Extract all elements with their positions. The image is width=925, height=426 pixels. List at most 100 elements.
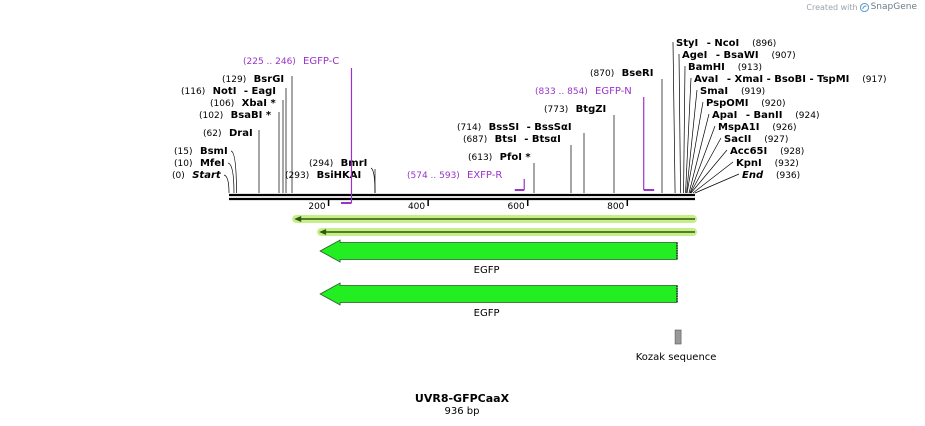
- site-extra: - NcoI: [703, 38, 739, 49]
- site-position: (687): [463, 135, 487, 145]
- site-label: End (936): [742, 170, 800, 181]
- primer-egfp-n: (833 .. 854) EGFP-N: [535, 86, 655, 191]
- restriction-site: (293) BsiHKAI: [285, 167, 376, 194]
- site-extra: - BssSαI: [523, 122, 571, 133]
- site-position: (917): [859, 75, 886, 85]
- restriction-site: Acc65I (928): [690, 146, 804, 194]
- restriction-site: AvaI - XmaI - BsoBI - TspMI (917): [685, 74, 886, 194]
- site-name: BsmI: [196, 146, 227, 157]
- site-label: (714) BssSI - BssSαI: [457, 122, 572, 133]
- site-label: (10) MfeI: [174, 158, 225, 169]
- site-position: (116): [181, 87, 205, 97]
- site-label: KpnI (932): [736, 158, 799, 169]
- site-position: (714): [457, 123, 481, 133]
- site-connector: [689, 125, 716, 194]
- site-label: BamHI (913): [688, 62, 762, 73]
- site-label: (102) BsaBI *: [199, 110, 272, 121]
- site-connector: [686, 101, 704, 194]
- site-name: XbaI *: [238, 98, 276, 109]
- axis-tick: 400: [408, 199, 429, 212]
- site-label: (62) DraI: [203, 128, 253, 139]
- restriction-site: (106) XbaI *: [210, 98, 284, 193]
- site-name: BseRI: [618, 68, 653, 79]
- site-name: DraI: [225, 128, 252, 139]
- snapgene-credit: Created with SnapGene: [806, 2, 917, 12]
- restriction-site: (15) BsmI: [174, 146, 237, 194]
- site-name: BsiHKAI: [313, 170, 361, 181]
- site-position: (106): [210, 99, 234, 109]
- site-label: (15) BsmI: [174, 146, 228, 157]
- site-position: (102): [199, 111, 223, 121]
- site-extra: - BtsαI: [521, 134, 561, 145]
- axis-tick: 200: [308, 199, 330, 212]
- site-connector: [370, 167, 376, 194]
- site-position: (928): [777, 147, 804, 157]
- site-connector: [230, 150, 237, 194]
- restriction-site: BamHI (913): [683, 62, 762, 194]
- site-connector: [683, 65, 686, 194]
- feature-kozak-sequence: Kozak sequence: [636, 329, 716, 363]
- site-label: PspOMI (920): [706, 98, 786, 109]
- site-connector: [690, 137, 722, 194]
- site-position: (907): [769, 51, 796, 61]
- restriction-site: ApaI - BanII (924): [688, 110, 819, 194]
- restriction-site: AgeI - BsaWI (907): [678, 50, 796, 194]
- site-connector: [686, 89, 698, 194]
- snapgene-logo-icon: [859, 2, 869, 12]
- restriction-site: (714) BssSI - BssSαI: [457, 122, 585, 193]
- restriction-site: (62) DraI: [203, 128, 260, 193]
- site-label: SmaI (919): [700, 86, 765, 97]
- primer-range: (833 .. 854): [535, 87, 588, 97]
- site-label: (687) BtsI - BtsαI: [463, 134, 561, 145]
- site-position: (773): [544, 105, 568, 115]
- axis-tick-label: 800: [607, 202, 624, 212]
- credit-brand: SnapGene: [870, 2, 917, 12]
- axis-tick-label: 600: [508, 202, 525, 212]
- axis-tick-label: 400: [408, 202, 425, 212]
- site-extra: - EagI: [240, 86, 276, 97]
- restriction-site: (116) NotI - EagI: [181, 86, 287, 193]
- site-position: (15): [174, 147, 192, 157]
- primer-exfp-r: (574 .. 593) EXFP-R: [407, 170, 525, 191]
- backbone: 200 400 600 800: [229, 193, 695, 212]
- site-name: BsaBI *: [227, 110, 272, 121]
- primer-label: (833 .. 854) EGFP-N: [535, 86, 632, 97]
- site-name: BamHI: [688, 62, 725, 73]
- site-name: SmaI: [700, 86, 728, 97]
- restriction-site: (773) BtgZI: [544, 104, 615, 193]
- site-connector: [227, 162, 235, 194]
- site-position: (920): [758, 99, 785, 109]
- site-position: (129): [222, 75, 246, 85]
- primer-range: (574 .. 593): [407, 171, 460, 181]
- site-connector: [690, 149, 728, 194]
- site-name: ApaI: [712, 110, 737, 121]
- restriction-site: (613) PfoI *: [468, 152, 535, 193]
- site-label: Acc65I (928): [730, 146, 804, 157]
- feature-label: EGFP: [474, 308, 500, 319]
- site-name: KpnI: [736, 158, 762, 169]
- site-position: (932): [772, 159, 799, 169]
- site-position: (919): [738, 87, 765, 97]
- primer-name: EGFP-C: [300, 56, 339, 67]
- restriction-site: (10) MfeI: [174, 158, 235, 194]
- site-label: (294) BmrI: [309, 158, 367, 169]
- site-position: (924): [792, 111, 819, 121]
- map-title: UVR8-GFPCaaX: [415, 392, 510, 405]
- site-position: (0): [172, 171, 185, 181]
- site-connector: [692, 161, 734, 194]
- restriction-site: (294) BmrI: [309, 158, 376, 193]
- map-length: 936 bp: [445, 406, 480, 417]
- site-label: (293) BsiHKAI: [285, 170, 361, 181]
- site-name: PspOMI: [706, 98, 748, 109]
- site-position: (613): [468, 153, 492, 163]
- restriction-site: (129) BsrGI: [222, 74, 293, 193]
- site-label: StyI - NcoI (896): [676, 38, 776, 49]
- site-label: (773) BtgZI: [544, 104, 606, 115]
- site-name: NotI: [209, 86, 236, 97]
- restriction-site: SmaI (919): [686, 86, 765, 194]
- site-name: AvaI: [694, 74, 718, 85]
- site-name: MspA1I: [718, 122, 759, 133]
- site-connector: [688, 113, 710, 194]
- site-label: ApaI - BanII (924): [712, 110, 819, 121]
